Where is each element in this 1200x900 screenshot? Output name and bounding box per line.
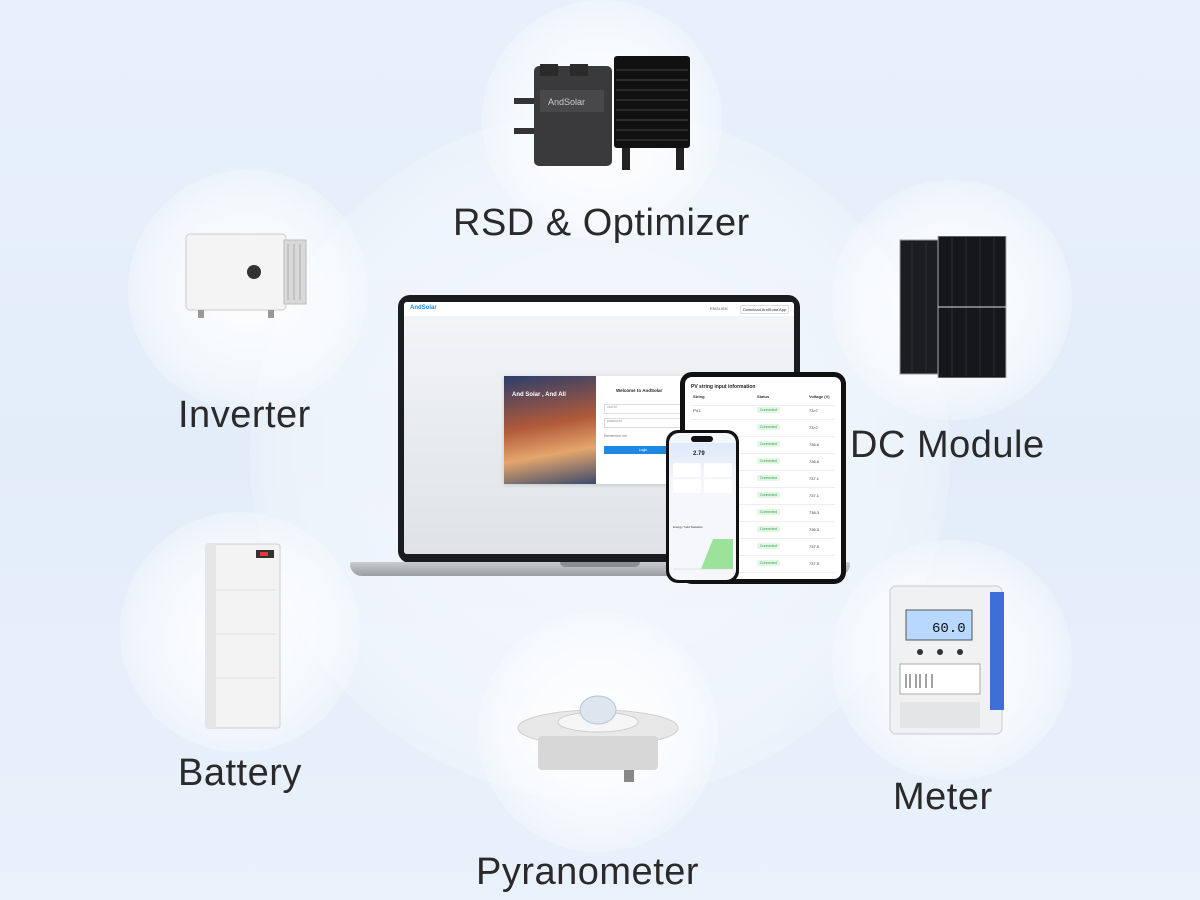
header-string: String: [693, 394, 705, 399]
table-row: Connected 737.5: [691, 541, 835, 556]
download-app-button[interactable]: Download AndSolar App: [740, 305, 790, 314]
header-status: Status: [757, 394, 770, 399]
login-card: And Solar , And All Welcome to AndSolar …: [504, 376, 688, 484]
table-header: String Status Voltage (V): [691, 391, 835, 406]
status-badge: Connected: [757, 560, 780, 566]
status-badge: Connected: [757, 526, 780, 532]
inverter-image: [185, 233, 307, 318]
rsd-brand: AndSolar: [548, 97, 585, 107]
header-voltage: Voltage (V): [809, 394, 830, 399]
pyranometer-label: Pyranometer: [476, 851, 700, 893]
login-button[interactable]: Login: [604, 446, 682, 454]
battery-image: [205, 543, 281, 729]
row-voltage: 73×7: [809, 425, 819, 430]
row-voltage: 736.6: [809, 442, 820, 447]
meter-image: 60.0: [889, 585, 1004, 735]
rsd-optimizer-image: AndSolar: [514, 56, 690, 170]
meter-reading: 60.0: [932, 621, 966, 637]
status-badge: Connected: [757, 458, 780, 464]
table-row: Connected 73×7: [691, 422, 835, 437]
row-voltage: 737.5: [809, 544, 820, 549]
table-row: Connected 736.6: [691, 439, 835, 454]
row-voltage: 73×7: [809, 408, 819, 413]
status-badge: Connected: [757, 509, 780, 515]
table-row: Connected 736.3: [691, 507, 835, 522]
status-badge: Connected: [757, 424, 780, 430]
phone-power-value: 2.79: [693, 451, 705, 457]
row-voltage: 736.3: [809, 527, 820, 532]
table-row: Connected 737.5: [691, 558, 835, 573]
dc-module-label: DC Module: [850, 424, 1045, 466]
laptop-logo: AndSolar: [410, 305, 437, 311]
hero-image: [504, 376, 596, 484]
laptop-notch: [560, 562, 640, 567]
pyranometer-image: [517, 695, 679, 782]
status-badge: Connected: [757, 475, 780, 481]
status-badge: Connected: [757, 407, 780, 413]
meter-label: Meter: [893, 776, 993, 818]
remember-checkbox[interactable]: Remember me: [604, 434, 628, 438]
battery-label: Battery: [178, 752, 302, 794]
phone-energy-label: Energy Yield Statistics: [673, 525, 703, 529]
welcome-title: Welcome to AndSolar: [616, 388, 663, 393]
dc-module-image: [899, 236, 1007, 378]
language-select[interactable]: ENGLISH: [710, 306, 728, 311]
status-badge: Connected: [757, 492, 780, 498]
password-input[interactable]: password: [604, 418, 684, 428]
phone-screen: 2.79 Energy Yield Statistics: [669, 433, 736, 580]
phone-energy-chart: [673, 539, 733, 570]
row-voltage: 736.6: [809, 459, 820, 464]
row-voltage: 736.3: [809, 510, 820, 515]
row-voltage: 737.5: [809, 561, 820, 566]
status-badge: Connected: [757, 543, 780, 549]
status-badge: Connected: [757, 441, 780, 447]
table-row: Connected 737.1: [691, 490, 835, 505]
row-voltage: 737.1: [809, 476, 820, 481]
table-row: Connected 736.3: [691, 524, 835, 539]
userid-input[interactable]: userId: [604, 404, 684, 414]
inverter-label: Inverter: [178, 394, 311, 436]
row-string: PV1: [693, 408, 701, 413]
rsd-optimizer-label: RSD & Optimizer: [453, 202, 750, 244]
table-row: Connected 737.1: [691, 473, 835, 488]
hero-text: And Solar , And All: [512, 392, 566, 398]
table-row: PV1 Connected 73×7: [691, 405, 835, 420]
row-voltage: 737.1: [809, 493, 820, 498]
tablet-title: PV string input information: [691, 384, 756, 390]
table-row: Connected 736.6: [691, 456, 835, 471]
